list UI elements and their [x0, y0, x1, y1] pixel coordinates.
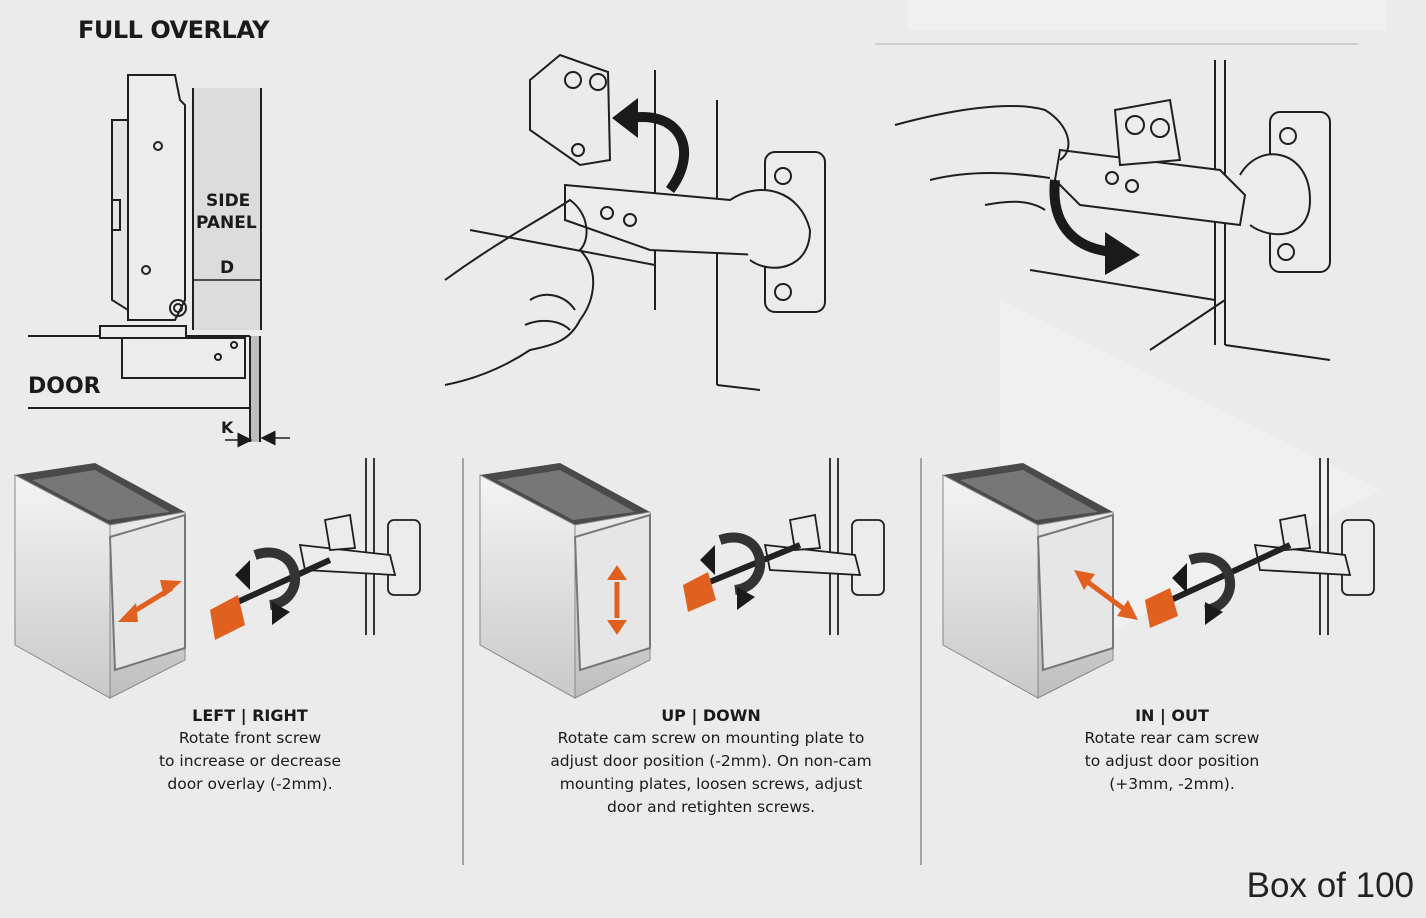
diagram-title: FULL OVERLAY	[78, 16, 269, 44]
up-down-caption: UP | DOWN Rotate cam screw on mounting p…	[530, 704, 892, 819]
caption-line: to increase or decrease	[130, 750, 370, 773]
caption-line: Rotate cam screw on mounting plate to	[530, 727, 892, 750]
dimension-k-label: K	[221, 418, 233, 437]
caption-heading: LEFT | RIGHT	[130, 704, 370, 727]
hinge-installation-illustration	[875, 44, 1358, 360]
hinge-removal-illustration	[445, 55, 825, 390]
side-panel-label: SIDE PANEL	[196, 190, 257, 234]
caption-line: door and retighten screws.	[530, 796, 892, 819]
caption-line: (+3mm, -2mm).	[1050, 773, 1294, 796]
left-right-adjustment-illustration	[15, 458, 420, 698]
caption-line: Rotate rear cam screw	[1050, 727, 1294, 750]
door-label: DOOR	[28, 374, 101, 399]
caption-line: to adjust door position	[1050, 750, 1294, 773]
caption-line: door overlay (-2mm).	[130, 773, 370, 796]
in-out-caption: IN | OUT Rotate rear cam screw to adjust…	[1050, 704, 1294, 796]
caption-line: adjust door position (-2mm). On non-cam	[530, 750, 892, 773]
box-quantity-label: Box of 100	[1247, 866, 1414, 906]
caption-heading: UP | DOWN	[530, 704, 892, 727]
caption-line: mounting plates, loosen screws, adjust	[530, 773, 892, 796]
left-right-caption: LEFT | RIGHT Rotate front screw to incre…	[130, 704, 370, 796]
up-down-adjustment-illustration	[480, 458, 884, 698]
dimension-d-label: D	[220, 258, 234, 278]
caption-line: Rotate front screw	[130, 727, 370, 750]
caption-heading: IN | OUT	[1050, 704, 1294, 727]
